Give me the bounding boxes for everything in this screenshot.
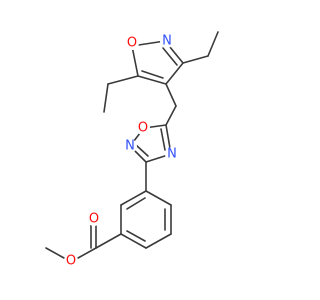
- atom-label-oxadiazole-N4: N: [167, 147, 177, 162]
- bond-isox-C4-C5: [137, 75, 167, 85]
- bond-isox-C5-O: [131, 45, 139, 77]
- bond-c5-ethyl-ch3: [103, 83, 109, 113]
- bond-benz-4-5: [120, 233, 147, 249]
- bond-c3-ethyl-ch2: [182, 55, 209, 64]
- atom-label-oxadiazole-N2: N: [125, 139, 135, 154]
- bond-methoxy-methyl: [45, 247, 65, 259]
- bond-ch2-oxd-C5: [165, 105, 177, 126]
- bond-benz-4-5-inner: [126, 230, 146, 242]
- atom-label-carbonyl-O: O: [89, 212, 99, 227]
- label-bg-isox-O: [125, 36, 139, 50]
- bond-c3-ethyl-ch3: [207, 31, 219, 57]
- molecule-structure-diagram: O N O N N O O: [45, 31, 219, 269]
- atom-label-oxadiazole-O: O: [138, 121, 148, 136]
- bond-benz-6-1-inner: [126, 197, 146, 210]
- label-bg-methoxy-O: [64, 254, 78, 268]
- atom-labels: O N O N N O O: [64, 34, 179, 269]
- atom-label-methoxy-O: O: [66, 254, 76, 269]
- bond-benz-3-4: [145, 233, 172, 249]
- label-bg-isox-N: [160, 34, 174, 48]
- bond-oxd-N2-C3-inner: [135, 144, 149, 157]
- label-bg-oxd-N2: [123, 139, 137, 153]
- bond-benz-6-1: [120, 190, 147, 206]
- bond-isox-C4-C5-inner: [141, 70, 164, 79]
- bond-benz-carbonyl: [95, 233, 122, 249]
- bond-isox-N-C3-inner: [162, 47, 178, 66]
- bond-c4-ch2: [165, 83, 177, 107]
- atom-label-isoxazole-N: N: [162, 34, 172, 49]
- bond-c5-ethyl-ch2: [107, 75, 139, 85]
- bond-carbonyl-O-methoxy: [77, 247, 97, 259]
- bond-oxd-N4-C5-inner: [160, 128, 166, 151]
- atom-label-isoxazole-O: O: [127, 36, 137, 51]
- bond-isox-C3-C4: [165, 62, 184, 85]
- bond-benz-1-2: [145, 190, 172, 206]
- label-bg-oxd-N4: [165, 147, 179, 161]
- structure-svg: O N O N N O O: [45, 31, 219, 269]
- label-bg-carbonyl-O: [87, 212, 101, 226]
- label-bg-oxd-O: [136, 121, 150, 135]
